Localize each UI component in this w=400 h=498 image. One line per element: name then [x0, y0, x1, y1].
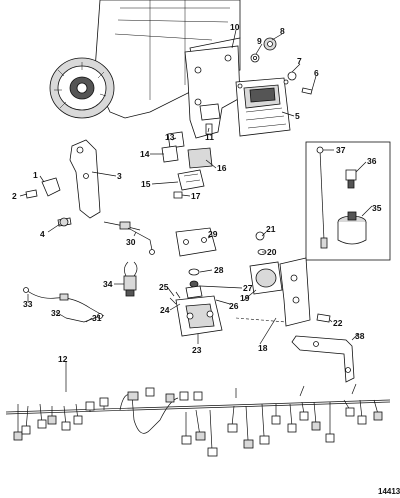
callout-17: 17 [191, 191, 201, 201]
callout-34: 34 [103, 279, 113, 289]
callout-26: 26 [229, 301, 239, 311]
callout-32: 32 [51, 308, 61, 318]
callout-7: 7 [297, 56, 302, 66]
callout-20: 20 [267, 247, 277, 257]
callout-8: 8 [280, 26, 285, 36]
callout-labels: 1 2 3 4 5 6 7 8 9 10 11 12 13 14 15 16 1… [12, 22, 382, 364]
callout-24: 24 [160, 305, 170, 315]
callout-22: 22 [333, 318, 343, 328]
callout-15: 15 [141, 179, 151, 189]
harness-bracket-left [25, 139, 101, 227]
callout-2: 2 [12, 191, 17, 201]
callout-5: 5 [295, 111, 300, 121]
starter-relay-bracket [235, 231, 331, 327]
ground-wires [23, 287, 105, 323]
callout-38: 38 [355, 331, 365, 341]
sensor-lead [103, 221, 155, 255]
callout-11: 11 [205, 132, 214, 142]
callout-36: 36 [367, 156, 377, 166]
callout-29: 29 [208, 229, 218, 239]
callout-37: 37 [336, 145, 346, 155]
engine-control-module [235, 77, 291, 137]
callout-21: 21 [266, 224, 276, 234]
figure-number: 14413 [378, 487, 400, 496]
callout-13: 13 [165, 132, 175, 142]
callout-23: 23 [192, 345, 202, 355]
callout-18: 18 [258, 343, 268, 353]
callout-4: 4 [40, 229, 45, 239]
fuse-pigtail [123, 261, 138, 297]
callout-33: 33 [23, 299, 33, 309]
main-wiring-harness [5, 383, 391, 457]
callout-19: 19 [240, 293, 250, 303]
callout-3: 3 [117, 171, 122, 181]
callout-1: 1 [33, 170, 38, 180]
callout-35: 35 [372, 203, 382, 213]
callout-6: 6 [314, 68, 319, 78]
ecm-hardware [205, 37, 313, 135]
callout-28: 28 [214, 265, 224, 275]
solenoid-assembly [169, 227, 223, 337]
callout-31: 31 [92, 313, 102, 323]
callout-27: 27 [243, 283, 253, 293]
callout-30: 30 [126, 237, 136, 247]
leader-lines [19, 29, 373, 392]
mounting-bracket [184, 45, 241, 139]
callout-9: 9 [257, 36, 262, 46]
callout-10: 10 [230, 22, 240, 32]
sensor-kit-box [305, 141, 391, 261]
relay-group [161, 131, 213, 199]
callout-16: 16 [217, 163, 227, 173]
support-bracket [291, 335, 355, 383]
callout-12: 12 [58, 354, 68, 364]
callout-14: 14 [140, 149, 150, 159]
callout-25: 25 [159, 282, 169, 292]
